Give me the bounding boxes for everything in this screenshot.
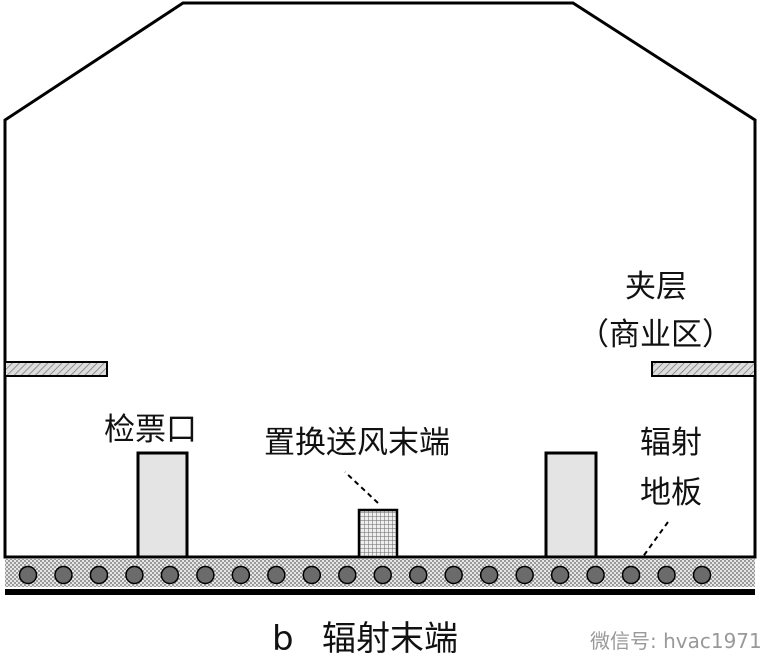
commercial-area-label: （商业区） [578,317,733,353]
caption-letter: b [272,619,294,659]
caption-text: 辐射末端 [322,619,458,659]
radiant-pipe [586,565,605,585]
radiant-floor-label-line1: 辐射 [640,425,702,461]
building-outline [3,1,757,559]
terminal-leader-line [344,471,379,504]
radiant-pipe [621,565,641,585]
radiant-pipe [515,565,534,585]
watermark: 微信号: hvac1971 [590,629,760,653]
ticket-gate-box-right [544,451,598,559]
radiant-pipe [196,565,215,585]
mezzanine-slab-right [651,361,756,377]
mezzanine-label: 夹层 [625,269,687,305]
radiant-pipe [89,565,109,585]
radiant-pipe [54,565,73,585]
ground-line [5,589,755,595]
radiant-pipe [692,565,712,585]
mezzanine-slab-left [4,361,108,377]
radiant-pipe [408,565,428,585]
radiant-pipe [657,565,676,585]
radiant-pipe [160,565,180,585]
radiant-pipe [444,565,463,585]
ticket-gate-label: 检票口 [104,412,197,448]
radiant-pipe [479,565,499,585]
radiant-pipe [373,565,392,585]
radiant-pipe [338,565,357,585]
radiant-pipe [550,565,570,585]
ticket-gate-box-left [136,451,189,559]
radiant-pipe [125,565,144,585]
radiant-pipe [231,565,251,585]
radiant-pipe [302,565,322,585]
radiant-floor-label-line2: 地板 [640,475,702,511]
displacement-terminal-label: 置换送风末端 [264,425,450,461]
displacement-terminal-box [357,508,399,559]
radiant-pipe [18,565,38,585]
radiant-pipes [18,565,712,585]
radiant-pipe [267,565,286,585]
radiant-floor-leader-line [641,521,669,559]
